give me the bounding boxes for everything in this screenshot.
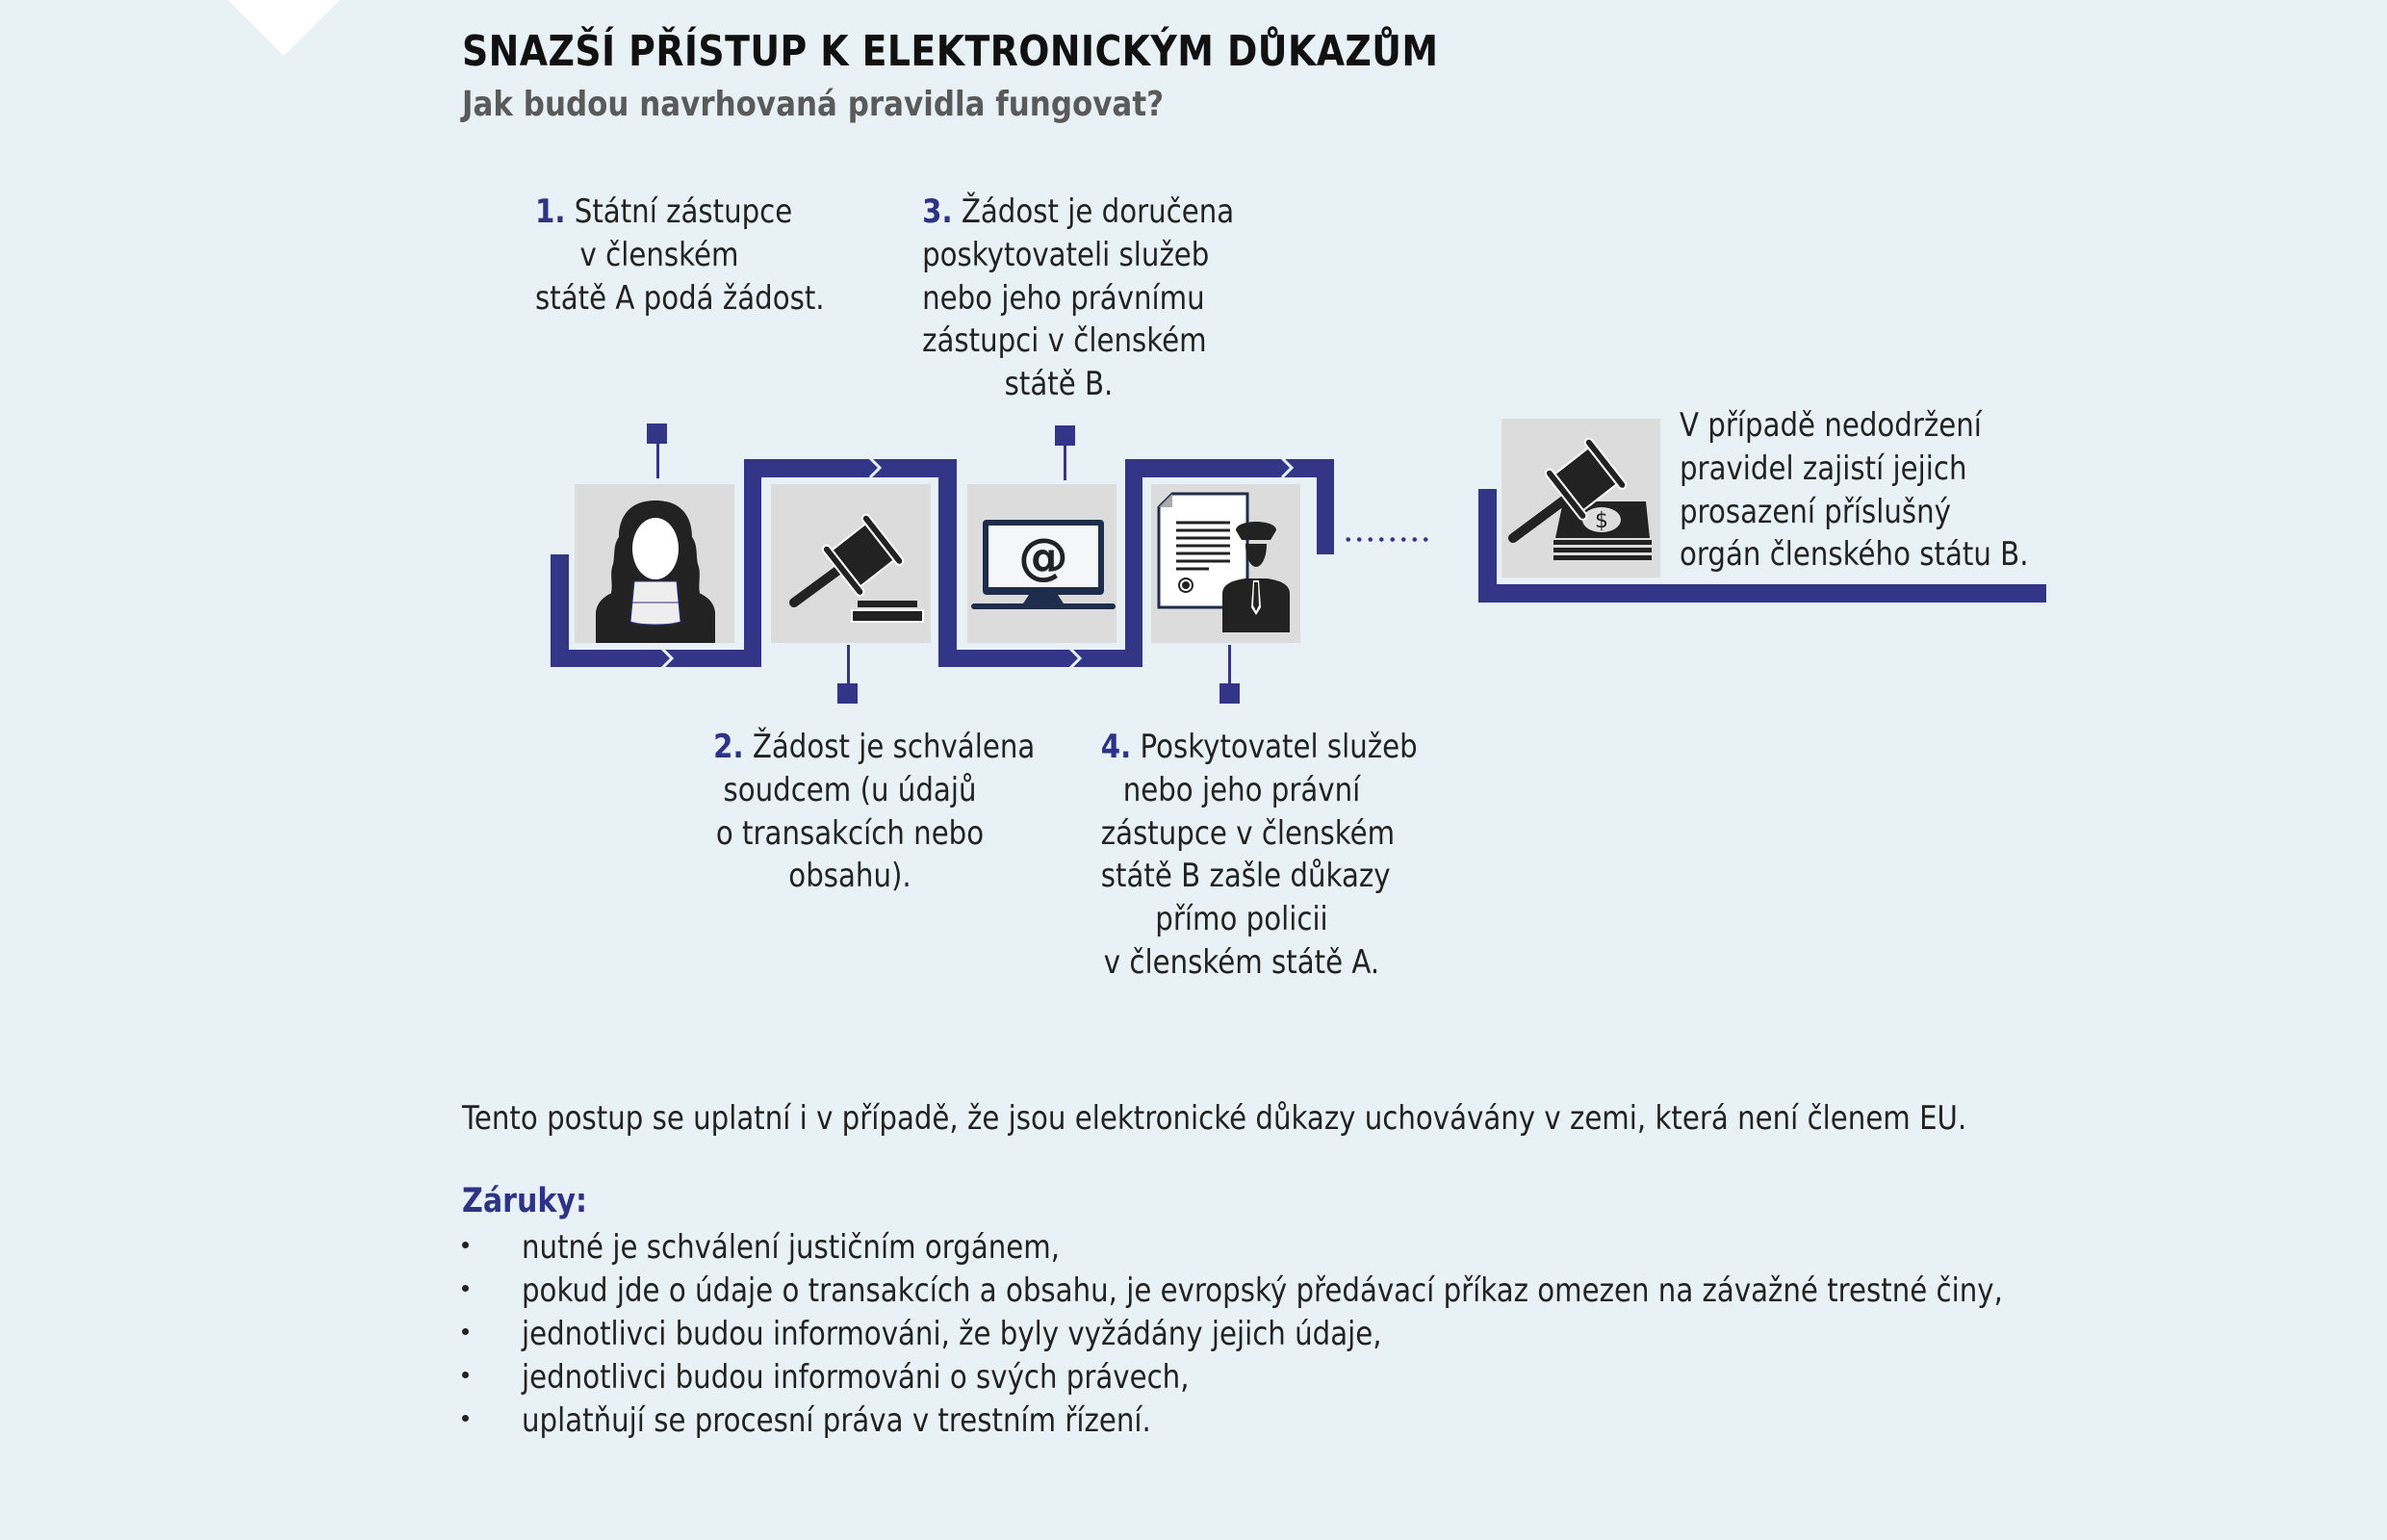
step-number: 1.	[535, 192, 566, 231]
step-number: 2.	[713, 728, 744, 766]
computer-at-icon: @	[971, 520, 1116, 609]
step-4-label: 4. Poskytovatel služeb nebo jeho právní …	[1100, 728, 1418, 982]
page-title: SNAZŠÍ PŘÍSTUP K ELEKTRONICKÝM DŮKAZŮM	[462, 27, 1439, 76]
enforcement-icon-box: $	[1502, 419, 1660, 578]
pin-marker	[647, 424, 667, 444]
path-segment	[1478, 489, 1497, 603]
path-segment	[1125, 459, 1334, 477]
step-number: 3.	[922, 192, 953, 231]
path-segment	[1125, 459, 1142, 667]
path-segment	[744, 459, 761, 667]
gavel-money-icon: $	[1508, 438, 1652, 560]
step-3-icon-box: @	[967, 484, 1116, 643]
chevron-right-icon	[660, 648, 675, 669]
path-segment	[744, 459, 957, 477]
guarantees-heading: Záruky:	[462, 1182, 588, 1220]
chevron-right-icon	[1068, 648, 1083, 669]
step-number: 4.	[1100, 728, 1132, 766]
chevron-right-icon	[1280, 457, 1295, 478]
pin-line	[1228, 645, 1231, 685]
bullet-icon	[462, 1285, 469, 1292]
step-3-label: 3. Žádost je doručena poskytovateli služ…	[922, 192, 1235, 404]
pin-line	[656, 443, 659, 478]
pin-line	[847, 645, 850, 685]
svg-text:@: @	[1018, 528, 1068, 586]
chevron-right-icon	[868, 457, 883, 478]
pin-marker	[1219, 683, 1240, 704]
path-segment	[938, 650, 1142, 667]
path-segment	[1478, 584, 2046, 603]
top-triangle-decoration	[228, 0, 340, 56]
path-segment	[938, 459, 957, 667]
bullet-icon	[462, 1328, 469, 1335]
page-subtitle: Jak budou navrhovaná pravidla fungovat?	[462, 85, 1165, 124]
prosecutor-icon	[596, 500, 715, 643]
step-1-icon-box	[575, 484, 734, 643]
gavel-icon	[789, 513, 924, 623]
bullet-icon	[462, 1242, 469, 1248]
step-4-icon-box	[1151, 484, 1300, 643]
path-segment	[551, 554, 569, 667]
pin-marker	[837, 683, 858, 704]
dotted-connector	[1343, 537, 1434, 542]
path-segment	[551, 650, 761, 667]
bullet-icon	[462, 1372, 469, 1378]
non-eu-note: Tento postup se uplatní i v případě, že …	[462, 1099, 1967, 1138]
path-segment	[1317, 459, 1334, 554]
police-document-icon	[1157, 492, 1290, 632]
bullet-icon	[462, 1415, 469, 1422]
step-2-icon-box	[771, 484, 931, 643]
pin-marker	[1055, 425, 1075, 446]
step-1-label: 1. Státní zástupce v členském státě A po…	[535, 192, 825, 318]
step-2-label: 2. Žádost je schválena soudcem (u údajů …	[713, 728, 1036, 896]
pin-line	[1064, 445, 1066, 480]
svg-text:$: $	[1595, 509, 1608, 533]
enforcement-text: V případě nedodržení pravidel zajistí je…	[1680, 406, 2029, 575]
